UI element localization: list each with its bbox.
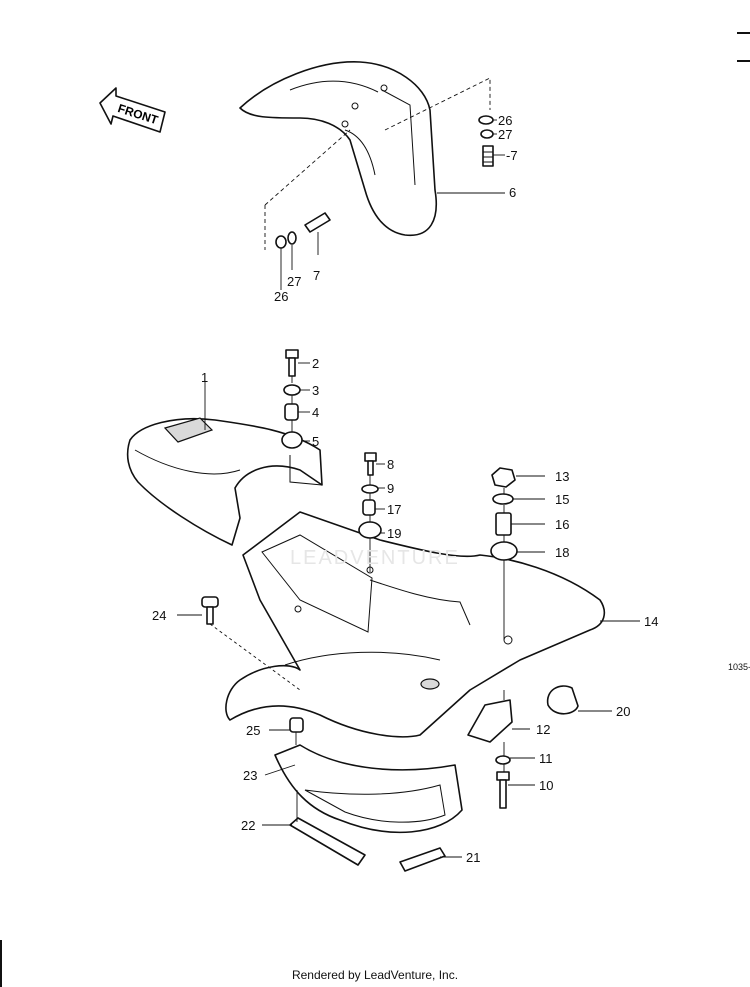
- bolt-7-lower: [304, 212, 331, 233]
- washer-15: [492, 493, 514, 505]
- footer-credit: Rendered by LeadVenture, Inc.: [291, 968, 459, 982]
- grommet-19: [358, 521, 382, 539]
- washer-9: [361, 484, 379, 494]
- plate-22: [289, 817, 366, 866]
- callout-27a: 27: [498, 127, 512, 142]
- callout-6: 6: [509, 185, 516, 200]
- callout-9: 9: [387, 481, 394, 496]
- callout-7a: -7: [506, 148, 518, 163]
- callout-24: 24: [152, 608, 166, 623]
- lock-washer-27-lower: [287, 231, 297, 245]
- callout-26a: 26: [498, 113, 512, 128]
- collar-4: [284, 403, 299, 421]
- callout-14: 14: [644, 614, 658, 629]
- callout-27b: 27: [287, 274, 301, 289]
- lock-washer-27-upper: [480, 129, 494, 139]
- leader-lines: [177, 119, 640, 858]
- callout-7b: 7: [313, 268, 320, 283]
- callout-2: 2: [312, 356, 319, 371]
- bolt-8: [364, 452, 377, 476]
- nut-25: [289, 717, 304, 733]
- callout-21: 21: [466, 850, 480, 865]
- callout-11: 11: [539, 751, 553, 766]
- callout-16: 16: [555, 517, 569, 532]
- callout-17: 17: [387, 502, 401, 517]
- seat: [126, 417, 323, 546]
- watermark: LEADVENTURE: [290, 547, 460, 569]
- collar-17: [362, 499, 376, 516]
- washer-3: [283, 384, 301, 396]
- callout-3: 3: [312, 383, 319, 398]
- side-code: 1035-: [728, 662, 750, 672]
- bolt-24: [201, 596, 219, 625]
- callout-1: 1: [201, 370, 208, 385]
- washer-11: [495, 755, 511, 765]
- callout-26b: 26: [274, 289, 288, 304]
- bolt-2: [285, 349, 299, 377]
- callout-13: 13: [555, 469, 569, 484]
- bracket-12: [467, 699, 513, 743]
- plate-21: [399, 847, 446, 872]
- mud-flap: [274, 744, 463, 834]
- washer-26-upper: [478, 115, 494, 125]
- callout-18: 18: [555, 545, 569, 560]
- front-fender: [239, 61, 437, 237]
- callout-15: 15: [555, 492, 569, 507]
- edge-mark: [737, 32, 750, 34]
- edge-mark: [0, 940, 2, 987]
- front-arrow: FRONT: [99, 87, 166, 133]
- grommet-18: [490, 541, 518, 561]
- edge-mark: [737, 60, 750, 62]
- callout-10: 10: [539, 778, 553, 793]
- washer-26-lower: [275, 235, 287, 249]
- callouts: 26 27 -7 6 7 27 26 2 1 3 4 5 8 9 17 19 1…: [152, 113, 658, 865]
- nut-13: [491, 467, 516, 488]
- grommet-20: [546, 685, 579, 715]
- callout-12: 12: [536, 722, 550, 737]
- callout-23: 23: [243, 768, 257, 783]
- callout-22: 22: [241, 818, 255, 833]
- spacer-16: [495, 512, 512, 536]
- grommet-5: [281, 431, 303, 449]
- callout-4: 4: [312, 405, 319, 420]
- callout-25: 25: [246, 723, 260, 738]
- callout-20: 20: [616, 704, 630, 719]
- callout-19: 19: [387, 526, 401, 541]
- callout-8: 8: [387, 457, 394, 472]
- bolt-10: [496, 771, 510, 809]
- callout-5: 5: [312, 434, 319, 449]
- bolt-7-upper: [482, 145, 494, 167]
